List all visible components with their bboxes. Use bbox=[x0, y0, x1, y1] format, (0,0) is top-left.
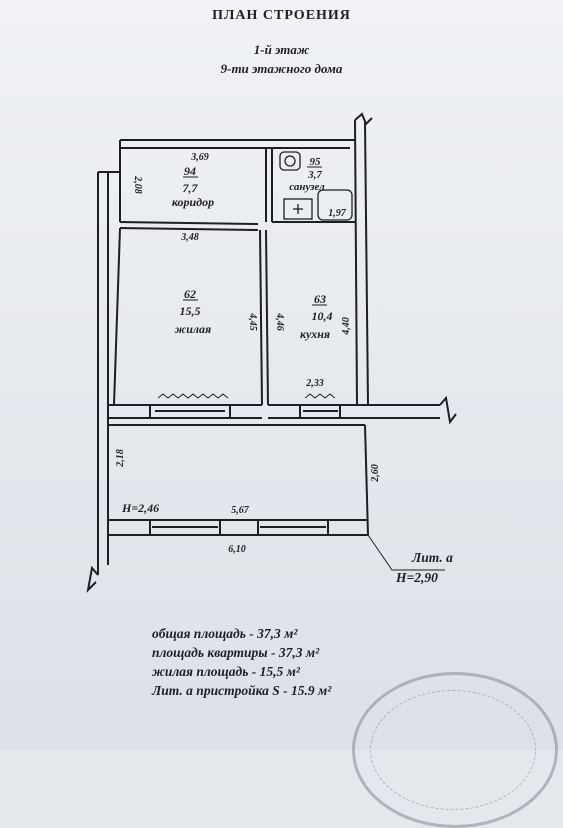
washbasin-bowl-icon bbox=[284, 155, 296, 167]
dim-room63-side: 4,46 bbox=[274, 312, 285, 331]
window-room62 bbox=[149, 404, 231, 419]
summary-apartment: площадь квартиры - 37,3 м² bbox=[152, 645, 320, 660]
bathtub-icon bbox=[317, 189, 353, 221]
room62-area: 15,5 bbox=[180, 304, 201, 318]
right-main-wall bbox=[354, 119, 369, 406]
annex-window-2 bbox=[257, 519, 329, 536]
annex-label: Лит. а H=2,90 bbox=[396, 548, 453, 588]
wall-break-top bbox=[354, 112, 373, 126]
dim-window: 2,33 bbox=[305, 378, 324, 389]
room94-id: 94 bbox=[184, 164, 196, 178]
room95-id: 95 bbox=[310, 156, 322, 168]
dim-annex-outer: 6,10 bbox=[228, 544, 246, 555]
annex-leader bbox=[367, 534, 445, 571]
area-summary: общая площадь - 37,3 м² площадь квартиры… bbox=[152, 624, 331, 700]
dim-annex-left: 2,18 bbox=[115, 449, 126, 468]
corridor-top-wall bbox=[119, 139, 355, 222]
annex-lit: Лит. а bbox=[412, 550, 453, 565]
toilet-icon bbox=[283, 198, 313, 220]
dim-corridor-bottom: 3,48 bbox=[180, 232, 199, 243]
bath-partition bbox=[265, 148, 273, 222]
floor-plan-drawing: 94 7,7 коридор 95 3,7 санузел 62 15,5 жи… bbox=[86, 112, 457, 593]
dim-corridor-side: 2,08 bbox=[132, 175, 143, 194]
plan-title: ПЛАН СТРОЕНИЯ bbox=[212, 8, 351, 23]
room63-id: 63 bbox=[314, 292, 326, 306]
corridor-bottom-wall bbox=[119, 221, 259, 231]
bottom-wall-mid bbox=[230, 404, 262, 419]
room95-name: санузел bbox=[289, 181, 325, 193]
annex-pier bbox=[219, 519, 259, 536]
room94-name: коридор bbox=[172, 195, 214, 209]
stamp-seal-inner bbox=[370, 690, 536, 810]
room63-name: кухня bbox=[300, 327, 330, 341]
wall-break-right bbox=[439, 395, 457, 425]
building-label: 9-ти этажного дома bbox=[220, 61, 343, 76]
wall-break-bottom bbox=[86, 565, 99, 593]
bottom-wall-right bbox=[340, 404, 440, 419]
window-mark-room62 bbox=[157, 393, 229, 399]
floor-label: 1-й этаж bbox=[253, 42, 310, 57]
annex-height: H=2,90 bbox=[396, 570, 438, 585]
dim-room62-side: 4,45 bbox=[247, 312, 258, 331]
dim-kitchen-right: 4,40 bbox=[341, 317, 352, 336]
annex-bottom-right bbox=[328, 519, 368, 536]
washbasin-icon bbox=[279, 151, 301, 171]
room94-area: 7,7 bbox=[183, 181, 199, 195]
room95-area: 3,7 bbox=[307, 169, 322, 181]
room62-id: 62 bbox=[184, 287, 196, 301]
dim-annex-inner: 5,67 bbox=[231, 505, 250, 516]
window-kitchen bbox=[299, 404, 341, 419]
dim-corridor-top: 3,69 bbox=[190, 152, 209, 163]
window-mark-kitchen bbox=[304, 393, 336, 399]
summary-living: жилая площадь - 15,5 м² bbox=[152, 664, 300, 679]
room62-left-wall bbox=[113, 227, 121, 406]
room-partition bbox=[259, 229, 269, 406]
bottom-wall-mid2 bbox=[268, 404, 300, 419]
height-inner: H=2,46 bbox=[121, 501, 159, 515]
annex-walls bbox=[108, 424, 369, 536]
summary-total: общая площадь - 37,3 м² bbox=[152, 626, 298, 641]
bottom-wall-left bbox=[108, 404, 150, 419]
room62-name: жилая bbox=[175, 322, 211, 336]
room63-area: 10,4 bbox=[312, 309, 333, 323]
annex-bottom-left bbox=[108, 519, 150, 536]
plan-sheet bbox=[0, 0, 563, 750]
summary-extension: Лит. а пристройка S - 15.9 м² bbox=[152, 683, 332, 698]
dim-annex-right: 2,60 bbox=[370, 464, 381, 483]
left-outer-wall bbox=[97, 171, 120, 575]
dim-bath: 1,97 bbox=[328, 208, 347, 219]
